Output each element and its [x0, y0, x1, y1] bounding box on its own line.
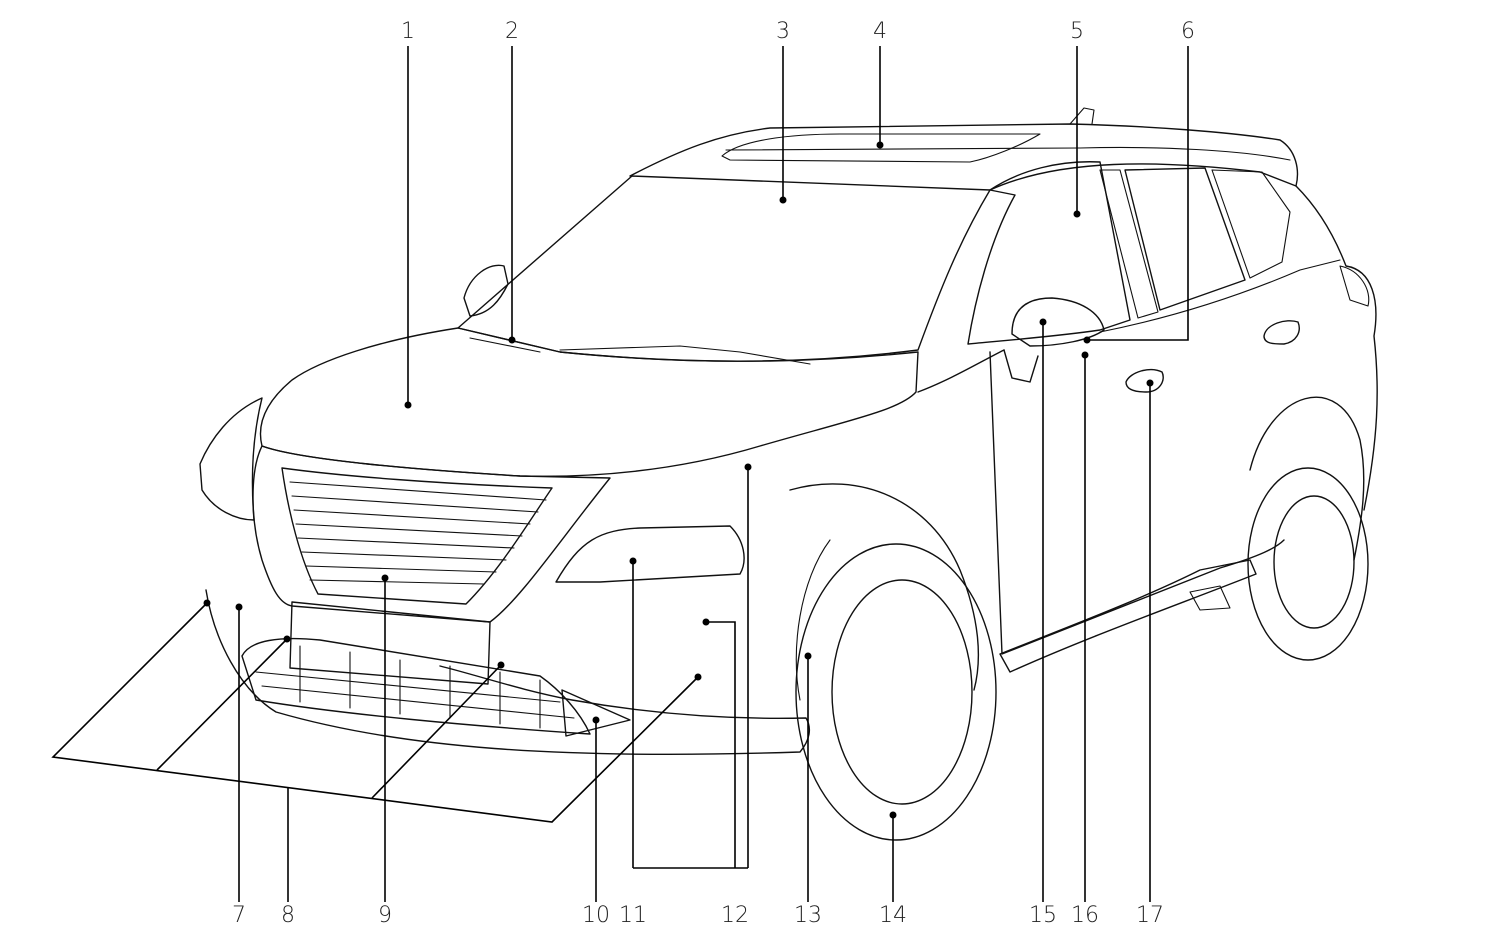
lower-grille-mesh — [255, 645, 575, 729]
grille — [281, 467, 553, 605]
dot-9 — [381, 574, 389, 582]
dot-10 — [592, 716, 600, 724]
rear-wheel-arch — [1249, 396, 1365, 561]
callout-8: 8 — [281, 903, 295, 928]
front-bumper — [205, 589, 811, 756]
callout-10: 10 — [582, 903, 610, 928]
callout-4: 4 — [873, 19, 887, 44]
dot-7 — [235, 603, 243, 611]
fog-light — [561, 689, 631, 737]
callout-9: 9 — [378, 903, 392, 928]
roof-rail — [725, 146, 1291, 161]
callout-17: 17 — [1136, 903, 1164, 928]
front-rim — [831, 579, 973, 805]
rear-door-window — [1124, 167, 1246, 311]
callout-5: 5 — [1070, 19, 1084, 44]
dot-1 — [404, 401, 412, 409]
roof-antenna — [1069, 107, 1095, 125]
callout-6: 6 — [1181, 19, 1195, 44]
roof-outline — [629, 123, 1299, 191]
front-tire — [795, 543, 997, 841]
dot-8-c — [497, 661, 505, 669]
dot-2 — [508, 336, 516, 344]
quarter-window — [1211, 169, 1291, 279]
dot-8-d — [694, 673, 702, 681]
callout-7: 7 — [232, 903, 246, 928]
left-headlight — [199, 397, 263, 521]
dot-12-b — [702, 618, 710, 626]
front-door-handle — [1125, 368, 1164, 393]
hood-outline — [259, 327, 919, 477]
dot-12-a — [744, 463, 752, 471]
leader-6 — [1087, 46, 1189, 341]
dot-17 — [1146, 379, 1154, 387]
windshield-wipers — [469, 337, 811, 365]
rear-rim — [1273, 495, 1355, 629]
front-fender-edge — [795, 539, 831, 701]
right-mirror — [1003, 297, 1105, 383]
leader-8-a — [156, 638, 288, 771]
windshield-outline — [457, 175, 991, 362]
callout-labels: 1 2 3 4 5 6 7 8 9 10 11 12 13 14 15 16 1… — [232, 19, 1195, 928]
dot-5 — [1073, 210, 1081, 218]
rear-taillight — [1339, 265, 1370, 307]
rear-corner — [1295, 185, 1378, 511]
front-wheel-arch — [789, 483, 980, 691]
leader-12-b — [706, 621, 736, 868]
rear-door-handle — [1263, 320, 1300, 345]
front-fascia — [252, 445, 611, 623]
callout-14: 14 — [879, 903, 907, 928]
dot-8-a — [203, 599, 211, 607]
dot-4 — [876, 141, 884, 149]
leader-8-frame — [51, 602, 699, 823]
dot-16 — [1081, 351, 1089, 359]
dot-15 — [1039, 318, 1047, 326]
callout-15: 15 — [1029, 903, 1057, 928]
dot-8-b — [283, 635, 291, 643]
side-character-line — [1099, 259, 1341, 333]
grille-slats — [289, 481, 547, 585]
b-pillar — [1099, 169, 1159, 319]
dot-3 — [779, 196, 787, 204]
vehicle-illustration — [199, 107, 1378, 841]
body-side — [917, 349, 1285, 655]
rocker-panel — [999, 559, 1257, 673]
callout-3: 3 — [776, 19, 790, 44]
callout-11: 11 — [619, 903, 647, 928]
dot-6 — [1083, 336, 1091, 344]
front-door-window — [967, 161, 1131, 345]
dot-11 — [629, 557, 637, 565]
lower-grille — [241, 637, 591, 735]
leader-lines — [51, 46, 1189, 902]
rear-mudflap — [1189, 585, 1231, 611]
callout-12: 12 — [721, 903, 749, 928]
right-headlight — [555, 525, 745, 583]
license-plate — [289, 601, 491, 685]
leader-8-b — [371, 664, 502, 799]
callout-2: 2 — [505, 19, 519, 44]
dot-14 — [889, 811, 897, 819]
rear-tire — [1247, 467, 1369, 661]
left-mirror — [463, 264, 509, 317]
callout-16: 16 — [1071, 903, 1099, 928]
sunroof — [721, 133, 1041, 163]
dot-13 — [804, 652, 812, 660]
callout-13: 13 — [794, 903, 822, 928]
callout-1: 1 — [401, 19, 415, 44]
